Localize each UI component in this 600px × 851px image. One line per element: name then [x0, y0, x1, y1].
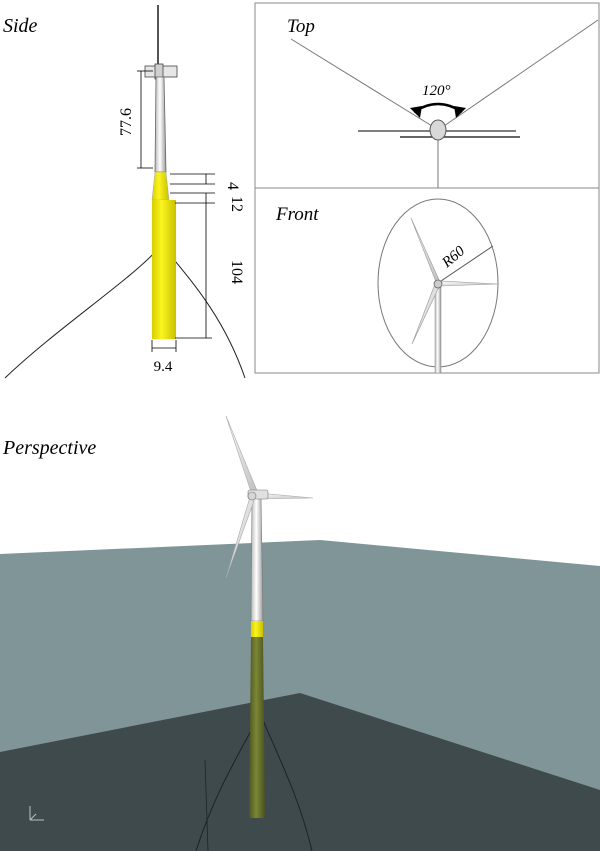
angle-arrow-right: [454, 106, 466, 118]
front-view: Front R60: [254, 187, 600, 374]
perspective-view-label: Perspective: [2, 437, 96, 459]
front-hub: [433, 279, 443, 289]
perspective-mooring-right: [261, 717, 313, 851]
axis-gizmo-icon: [29, 806, 44, 821]
dim-diameter-lines: [151, 340, 177, 352]
side-monopile: [152, 200, 176, 339]
front-view-frame: [254, 187, 600, 374]
dim-monopile-length-text: 104: [228, 260, 245, 284]
front-tower: [434, 282, 442, 374]
mooring-line-right: [165, 249, 246, 379]
perspective-mooring-back: [204, 759, 209, 851]
rotor-radius-line: [437, 245, 494, 284]
top-view-label: Top: [287, 16, 315, 37]
perspective-tower: [250, 497, 264, 622]
top-hub: [429, 119, 447, 141]
dim-tower-height: [137, 70, 153, 169]
top-blade-line-left: [290, 38, 433, 127]
side-tower: [154, 76, 167, 173]
dim-transition-lines: [170, 173, 215, 339]
perspective-view: Perspective: [0, 415, 600, 851]
mooring-line-left: [4, 249, 158, 379]
top-blade-line-right: [443, 19, 599, 127]
seabed: [0, 693, 600, 851]
dim-monopile-diameter-text: 9.4: [154, 359, 173, 375]
perspective-transition-piece: [251, 621, 263, 637]
perspective-hub: [247, 491, 257, 501]
side-transition-piece: [151, 171, 170, 201]
side-view-label: Side: [3, 15, 38, 37]
front-view-label: Front: [275, 204, 319, 225]
side-view: Side 77.6 4: [3, 5, 246, 379]
dim-tower-height-text: 77.6: [118, 108, 135, 136]
top-view: Top 120°: [254, 2, 600, 189]
angle-arrow-left: [410, 106, 422, 118]
dim-platform-text: 12: [228, 196, 245, 212]
dim-transition-piece-text: 4: [224, 182, 241, 190]
blade-angle-text: 120°: [422, 83, 451, 99]
perspective-blade-up: [225, 415, 259, 496]
top-view-frame: [254, 2, 600, 189]
perspective-monopile: [249, 637, 265, 818]
